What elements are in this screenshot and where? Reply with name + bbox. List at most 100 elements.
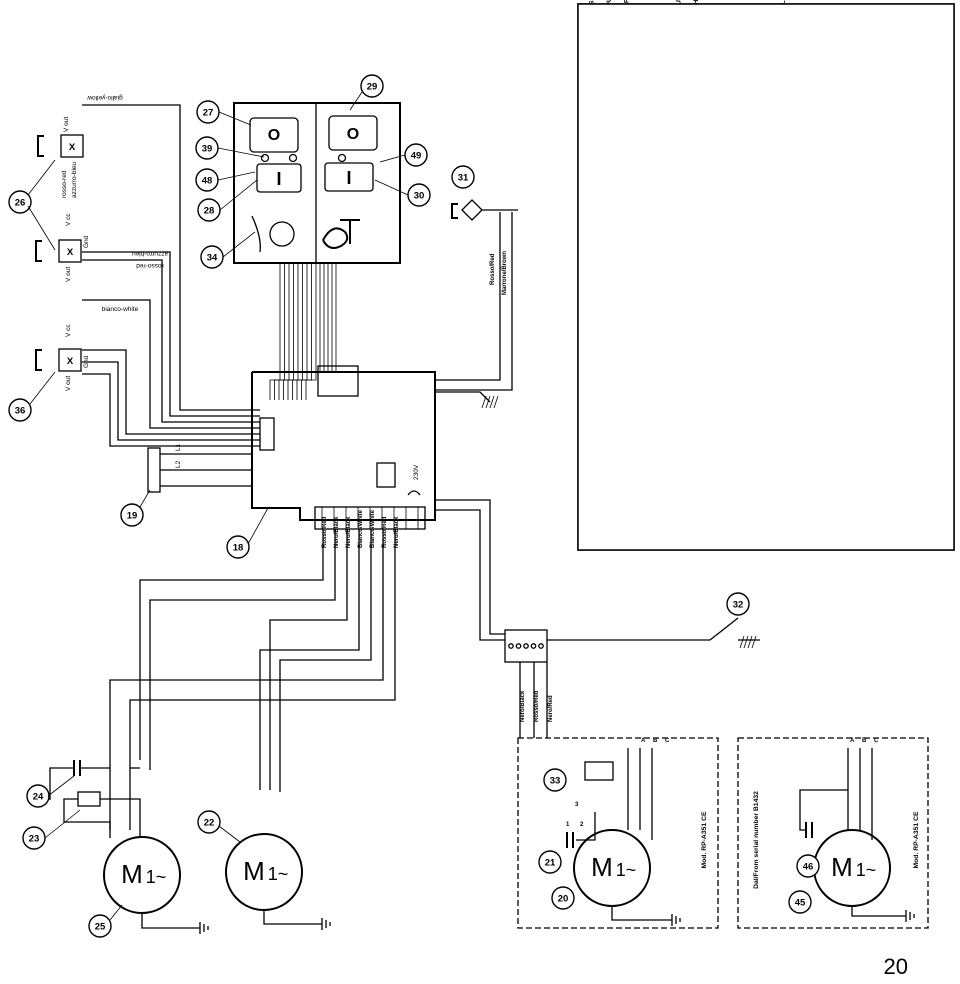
leader-line (217, 171, 256, 181)
ground-hatch (485, 395, 491, 409)
leader-line (27, 205, 56, 251)
callout-number: 27 (203, 108, 214, 119)
leader-line (349, 91, 363, 111)
wire-fan-c (279, 529, 372, 792)
button-start-carriage (324, 162, 374, 192)
wire-sensor-blue (82, 251, 260, 417)
pin-label: 3 (575, 802, 579, 808)
callout-circle (8, 398, 32, 422)
wire-label-red: rosso-red (136, 262, 164, 269)
callout-number: 46 (803, 862, 814, 873)
fuse-symbol (407, 490, 421, 496)
callout-27: 27 (196, 100, 220, 124)
lock-symbol (322, 219, 360, 249)
label-v-out: V out (65, 267, 72, 282)
sensor-body (60, 134, 84, 158)
pcb-connector-left (259, 417, 275, 451)
callout-number: 28 (204, 206, 215, 217)
label-v-cc: V cc (65, 324, 72, 337)
sensor-bracket (35, 240, 42, 262)
wire-resistor (100, 798, 141, 838)
wire-sensor-low-a (82, 349, 260, 435)
terminal-strip (504, 629, 548, 663)
ground-hatch (743, 635, 749, 649)
callout-26: 26 (8, 190, 32, 214)
inset-frame (517, 737, 719, 929)
inset-b-wire (799, 789, 848, 831)
leader-line (219, 179, 258, 211)
hall-sensor-mid: X (35, 239, 82, 263)
sensor-body (58, 239, 82, 263)
wire-to-terminal (435, 509, 505, 641)
relay-33 (584, 761, 614, 781)
pcb-relay (376, 462, 396, 488)
callout-46: 46 (796, 854, 820, 878)
callout-22: 22 (197, 810, 221, 834)
callout-circle (788, 890, 812, 914)
callout-circle (120, 503, 144, 527)
terminal-label: B (862, 738, 867, 744)
wire-motor25-a (139, 529, 324, 760)
callout-31: 31 (451, 165, 475, 189)
callout-number: 33 (550, 776, 561, 787)
label-l2: L2 (175, 460, 182, 468)
terminal-label: B (653, 738, 658, 744)
stop-symbol: O (268, 127, 280, 144)
leader-line (218, 111, 252, 126)
wire-label-brown: Marrone/Brown (502, 251, 508, 295)
callout-28: 28 (197, 198, 221, 222)
parts-table-left-frame (577, 3, 955, 551)
motor-letter: M (243, 856, 265, 886)
wire-label-red: Rosso/Red (490, 253, 496, 285)
callout-number: 45 (795, 898, 806, 909)
motor-phase: 1~ (146, 867, 167, 887)
callout-number: 20 (558, 894, 569, 905)
terminal-label: C (665, 738, 670, 744)
callout-49: 49 (404, 143, 428, 167)
ground-lead (436, 391, 491, 403)
callout-circle (197, 810, 221, 834)
pcb-outline (251, 371, 436, 521)
callout-36: 36 (8, 398, 32, 422)
terminal-screw (523, 643, 529, 649)
ground-hatch (739, 635, 745, 649)
leader-line (247, 507, 269, 545)
leader-line (379, 154, 406, 163)
wire-motor25-d (129, 529, 396, 830)
terminal-label: C (874, 738, 879, 744)
callout-circle (451, 165, 475, 189)
inset-b-note: Dal/From serial number B1432 (753, 791, 760, 889)
callout-number: 34 (207, 253, 218, 264)
inset-a-wire (576, 812, 596, 841)
wire-microswitch-red (436, 212, 501, 381)
wire-sensor-low-b (82, 361, 260, 441)
callout-18: 18 (226, 535, 250, 559)
wire-capacitor (49, 767, 74, 800)
panel-frame (233, 102, 401, 264)
callout-19: 19 (120, 503, 144, 527)
page-number: 20 (883, 954, 908, 979)
callout-29: 29 (360, 74, 384, 98)
stroke-knob (269, 221, 295, 247)
motor-phase: 1~ (268, 864, 289, 884)
callout-32: 32 (726, 592, 750, 616)
sensor-x: X (67, 356, 74, 367)
inset-a-caption: Mod. RP-A351 CE (701, 811, 708, 868)
callout-number: 31 (458, 173, 469, 184)
wire-label-red: rosso-red (61, 170, 68, 198)
motor-phase: 1~ (856, 860, 877, 880)
sensor-x: X (67, 247, 74, 258)
callout-number: 18 (233, 543, 244, 554)
wire-to-terminal (435, 499, 505, 635)
ribbon-wire (305, 263, 317, 400)
wire-label-pcb: Nero/Black (334, 516, 340, 548)
wire-label-white: bianco-white (102, 306, 139, 313)
terminal-label: A (850, 738, 855, 744)
callout-34: 34 (200, 245, 224, 269)
ground-hatch (493, 395, 499, 409)
wire-label-pcb: Nero/Black (394, 516, 400, 548)
wire-label-yellow: giallo-yellow (87, 94, 123, 101)
ribbon-wire (269, 263, 281, 400)
